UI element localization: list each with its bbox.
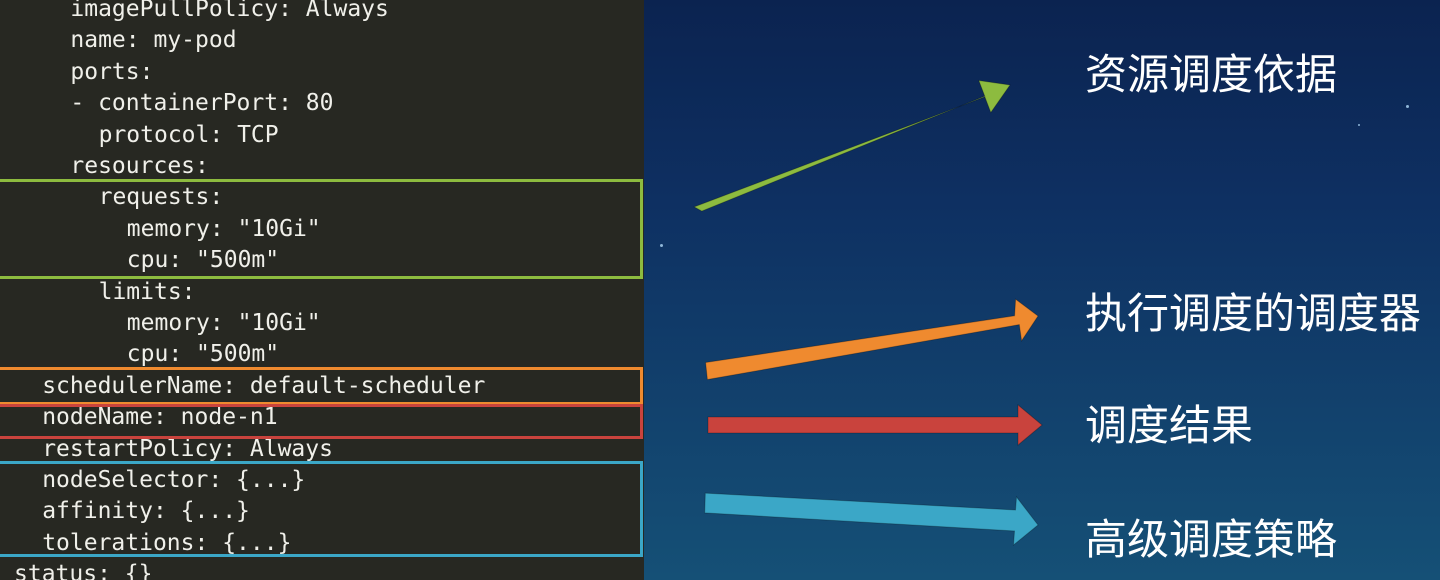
code-line: limits: (98, 278, 196, 305)
background-star (1406, 105, 1409, 108)
label-scheduler: 执行调度的调度器 (1085, 289, 1422, 338)
code-line: affinity: {...} (42, 498, 250, 525)
code-line: schedulerName: default-scheduler (42, 372, 486, 399)
red-arrow (707, 403, 1043, 447)
code-line: - containerPort: 80 (70, 90, 334, 117)
green-arrow (693, 79, 1011, 212)
code-line: tolerations: {...} (42, 529, 292, 556)
blue-arrow (704, 492, 1039, 547)
code-line: nodeName: node-n1 (42, 404, 278, 431)
code-line: imagePullPolicy: Always (70, 0, 389, 22)
annotation-panel (644, 0, 1440, 580)
code-line: requests: (98, 184, 224, 211)
code-line: resources: (70, 153, 209, 179)
label-scheduling-result: 调度结果 (1085, 401, 1254, 450)
scheduler-name-highlight-box (0, 367, 643, 405)
requests-highlight-box (0, 179, 643, 279)
code-line: nodeSelector: {...} (42, 467, 306, 493)
node-name-highlight-box (0, 404, 643, 439)
code-line: memory: "10Gi" (126, 310, 321, 336)
orange-arrow (705, 298, 1039, 381)
code-line: cpu: "500m" (126, 247, 280, 274)
code-line: memory: "10Gi" (126, 215, 321, 242)
label-scheduling-basis: 资源调度依据 (1085, 50, 1338, 99)
label-advanced-policy: 高级调度策略 (1085, 515, 1338, 564)
code-line: protocol: TCP (98, 121, 279, 148)
background-star (1358, 124, 1360, 126)
advanced-scheduling-highlight-box (0, 461, 643, 557)
code-line: restartPolicy: Always (42, 435, 333, 462)
background-star (660, 244, 663, 247)
code-line: cpu: "500m" (126, 341, 280, 368)
code-line: name: my-pod (70, 27, 237, 54)
yaml-code-panel: imagePullPolicy: Always name: my-pod ports… (0, 0, 644, 580)
code-line: status: {} (14, 561, 153, 580)
code-line: ports: (70, 58, 154, 85)
